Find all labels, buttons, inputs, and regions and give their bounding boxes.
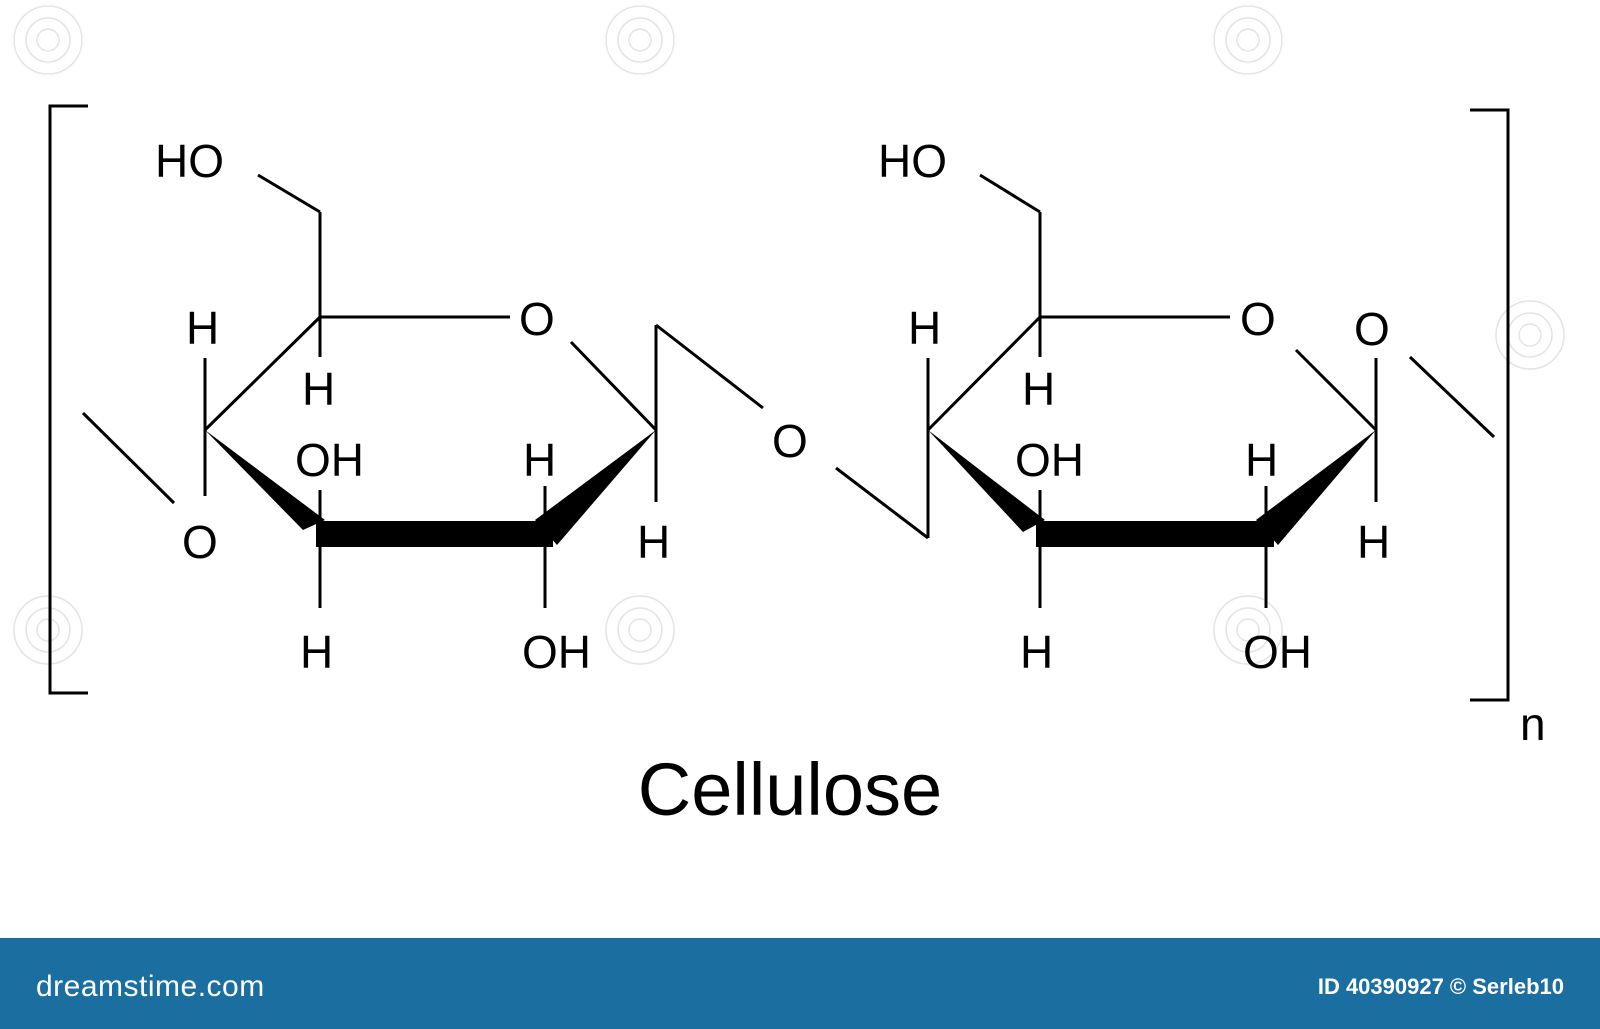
ring2-h-c3-label: H — [1020, 626, 1053, 678]
bridge-oxygen-label: O — [772, 415, 808, 467]
ring-1-bonds — [81, 173, 764, 608]
diagram-title: Cellulose — [638, 748, 942, 831]
ring2-h-c4-label: H — [1022, 363, 1055, 415]
ring2-hydroxymethyl-label: HO — [878, 135, 947, 187]
repeat-subscript-n: n — [1520, 698, 1546, 750]
ring2-right-oxygen-label: O — [1354, 303, 1390, 355]
ring2-oh-c3-label: OH — [1015, 434, 1084, 486]
ring1-ring-oxygen-label: O — [519, 293, 555, 345]
footer-image-credit: ID 40390927 © Serleb10 — [1317, 974, 1564, 999]
watermark — [13, 5, 1565, 665]
ring2-h-c1-label: H — [1357, 516, 1390, 568]
footer-brand-logo[interactable]: dreamstime.com — [36, 970, 265, 1003]
ring1-left-oxygen-label: O — [182, 516, 218, 568]
ring-2-bonds — [835, 173, 1496, 608]
ring1-h-c4-top-label: H — [302, 363, 335, 415]
ring1-h-c5-label: H — [186, 302, 219, 354]
ring1-h-c1-label: H — [637, 516, 670, 568]
ring1-oh-c3-label: OH — [295, 434, 364, 486]
ring2-oh-c2-label: OH — [1243, 626, 1312, 678]
ring1-h-c3-label: H — [300, 626, 333, 678]
stock-footer-bar: dreamstime.com ID 40390927 © Serleb10 — [0, 938, 1600, 1029]
ring2-h-c5-label: H — [908, 302, 941, 354]
ring1-oh-c2-label: OH — [522, 626, 591, 678]
right-bracket — [1470, 108, 1510, 702]
ring1-h-c2-label: H — [523, 434, 556, 486]
ring1-hydroxymethyl-label: HO — [155, 135, 224, 187]
ring2-ring-oxygen-label: O — [1240, 293, 1276, 345]
ring2-h-c2-label: H — [1245, 434, 1278, 486]
left-bracket — [48, 104, 88, 695]
